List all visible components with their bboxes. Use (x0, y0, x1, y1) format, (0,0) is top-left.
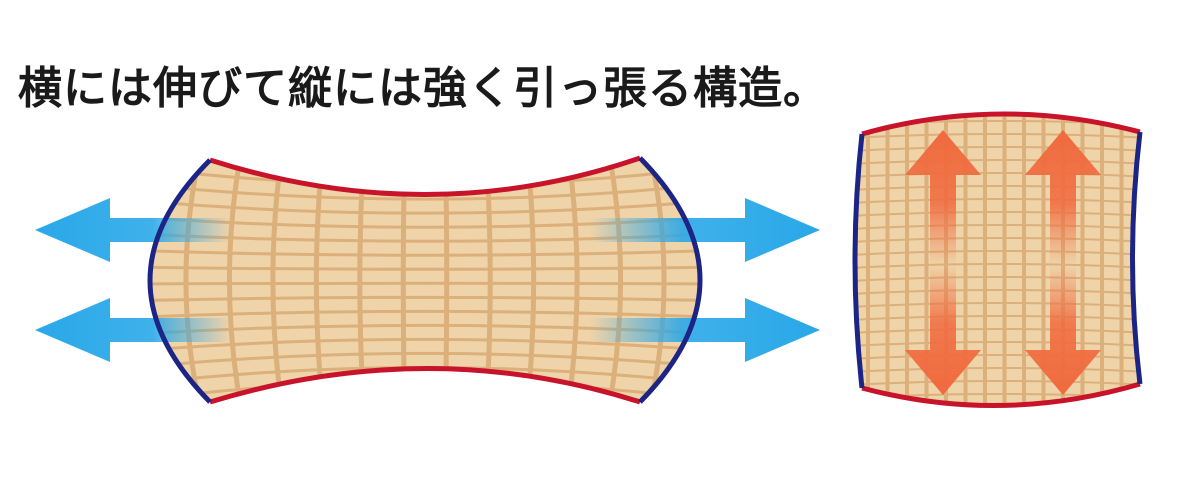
weft-thread (855, 341, 1140, 347)
warp-thread (606, 158, 624, 402)
weft-thread (150, 295, 700, 303)
vertical-pull-arrow-right-up (1025, 130, 1101, 265)
weft-thread (150, 281, 700, 286)
weft-thread (150, 248, 700, 257)
stretched-fabric-top-edge (209, 155, 641, 197)
weft-thread (855, 250, 1140, 256)
stretched-fabric-left-edge (147, 158, 212, 404)
warp-thread (226, 158, 244, 402)
caption-title: 横には伸びて縦には強く引っ張る構造。 (18, 63, 828, 114)
weft-thread (855, 289, 1140, 295)
weft-thread (855, 380, 1140, 386)
weft-thread (855, 354, 1140, 360)
horizontal-stretch-arrow-lower-left (35, 298, 230, 362)
weft-thread (855, 276, 1140, 282)
weft-thread (855, 315, 1140, 321)
weft-thread (150, 197, 700, 215)
stretched-fabric-bottom-edge (209, 366, 641, 405)
weft-thread (855, 237, 1140, 243)
weft-thread (855, 302, 1140, 308)
weft-thread (855, 263, 1140, 269)
weft-thread (855, 159, 1140, 165)
horizontal-stretch-arrow-upper-left (35, 198, 230, 262)
stretched-fabric-right-edge (638, 156, 703, 404)
weft-thread (855, 211, 1140, 217)
weft-thread (150, 309, 700, 320)
weft-thread (855, 133, 1140, 139)
warp-thread (270, 158, 285, 402)
horizontal-stretch-arrow-lower-right (590, 298, 820, 362)
weft-thread (855, 367, 1140, 373)
vertical-pull-arrow-left-down (905, 265, 981, 395)
weft-thread (855, 146, 1140, 152)
weft-thread (855, 185, 1140, 191)
weft-thread (855, 224, 1140, 230)
pulled-fabric-top-edge (861, 111, 1141, 137)
weft-thread (855, 328, 1140, 334)
weft-thread (150, 265, 700, 271)
weft-thread (855, 172, 1140, 178)
weft-thread (150, 180, 700, 201)
horizontal-stretch-arrow-upper-right (590, 198, 820, 262)
weft-thread (855, 198, 1140, 204)
pulled-fabric (852, 111, 1143, 409)
vertical-pull-arrow-right-down (1025, 265, 1101, 395)
pulled-fabric-left-edge (852, 133, 865, 389)
pulled-fabric-right-edge (1130, 131, 1143, 385)
stretched-fabric (35, 155, 820, 405)
weft-thread (150, 337, 700, 354)
pulled-fabric-body (855, 113, 1140, 406)
warp-thread (565, 158, 580, 402)
pulled-fabric-bottom-edge (861, 381, 1141, 409)
vertical-pull-arrow-left-up (905, 130, 981, 265)
weft-thread (150, 351, 700, 371)
